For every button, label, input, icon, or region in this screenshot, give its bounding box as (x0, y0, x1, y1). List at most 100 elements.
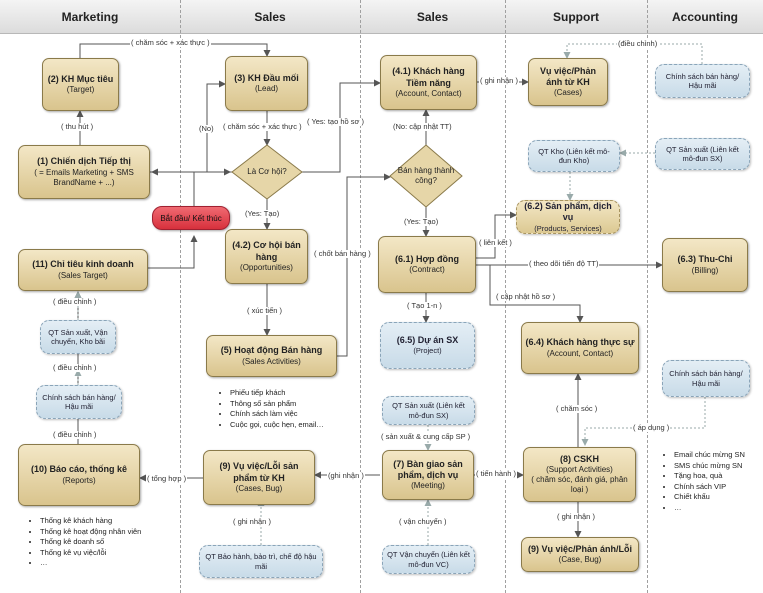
qt-warranty-maintenance[interactable]: QT Bảo hành, bảo trì, chế độ hậu mãi (199, 545, 323, 578)
qt-production-middle[interactable]: QT Sản xuất (Liên kết mô-đun SX) (382, 396, 475, 425)
node-title: (3) KH Đầu mối (234, 72, 299, 83)
node-reports[interactable]: (10) Báo cáo, thống kê (Reports) (18, 444, 140, 506)
edge-label: ( chăm sóc ) (555, 404, 599, 414)
qt-production-shipping-warehouse[interactable]: QT Sản xuất, Vận chuyển, Kho bãi (40, 320, 116, 354)
edge-label: ( chăm sóc + xác thực ) (130, 38, 211, 48)
sales-policy-accounting-bottom[interactable]: Chính sách bán hàng/ Hậu mãi (662, 360, 750, 397)
node-label: Chính sách bán hàng/ Hậu mãi (669, 369, 743, 388)
list-item: Chính sách VIP (674, 482, 763, 493)
decision-opportunity-label: Là Cơ hội? (247, 167, 287, 177)
list-item: Thống kê vụ việc/lỗi (40, 548, 190, 559)
lane-header-sales-1: Sales (180, 0, 360, 34)
node-title: (11) Chỉ tiêu kinh doanh (32, 259, 134, 270)
lane-header-sales-2: Sales (360, 0, 505, 34)
project-node[interactable]: (6.5) Dự án SX (Project) (380, 322, 475, 369)
list-item: Thống kê khách hàng (40, 516, 190, 527)
node-target-customer[interactable]: (2) KH Mục tiêu (Target) (42, 58, 119, 111)
node-title: (8) CSKH (559, 453, 599, 464)
list-item: SMS chúc mừng SN (674, 461, 763, 472)
list-item: Phiếu tiếp khách (230, 388, 360, 399)
edge-contract-to-products (476, 211, 517, 259)
list-item: Thống kê hoạt động nhân viên (40, 527, 190, 538)
edge-contract-to-customer (476, 264, 584, 323)
node-handover[interactable]: (7) Bàn giao sản phẩm, dịch vụ (Meeting) (382, 450, 474, 500)
node-label: QT Sản xuất (Liên kết mô-đun SX) (392, 401, 465, 420)
edge-label: (No: cập nhật TT) (392, 122, 453, 132)
node-title: (9) Vụ việc/Phản ánh/Lỗi (527, 543, 633, 554)
edge-label: (Yes: Tạo) (244, 209, 281, 219)
node-title: (5) Hoạt động Bán hàng (220, 345, 323, 356)
edge-label: ( Yes: tạo hồ sơ ) (306, 117, 366, 127)
node-subtitle: (Project) (413, 346, 442, 356)
node-real-customer[interactable]: (6.4) Khách hàng thực sự (Account, Conta… (521, 322, 639, 374)
list-item: Email chúc mừng SN (674, 450, 763, 461)
decision-diamond-sale (389, 144, 463, 208)
lane-separator (647, 0, 648, 593)
node-contract[interactable]: (6.1) Hợp đồng (Contract) (378, 236, 476, 293)
node-title: (2) KH Mục tiêu (47, 73, 114, 84)
edge-dashed-accpolicy-to-cskh (581, 397, 706, 446)
list-item: Cuộc gọi, cuộc hẹn, email… (230, 420, 360, 431)
node-title: (6.3) Thu-Chi (677, 254, 733, 265)
lane-header-accounting: Accounting (647, 0, 763, 34)
node-title: (9) Vụ việc/Lỗi sản phẩm từ KH (219, 461, 299, 483)
node-customer-care[interactable]: (8) CSKH (Support Activities) ( chăm sóc… (523, 447, 636, 502)
node-opportunity[interactable]: (4.2) Cơ hội bán hàng (Opportunities) (225, 229, 308, 284)
node-subtitle: (Meeting) (411, 481, 445, 491)
edge-label: ( cập nhật hồ sơ ) (495, 292, 557, 302)
node-marketing-campaign[interactable]: (1) Chiến dịch Tiếp thị ( = Emails Marke… (18, 145, 150, 199)
node-title: Vụ việc/Phản ánh từ KH (539, 65, 597, 87)
edge-label: ( Tạo 1-n ) (406, 301, 443, 311)
edge-label: ( tiến hành ) (475, 469, 518, 479)
edge-label: ( điều chỉnh ) (52, 363, 98, 373)
node-extra: ( chăm sóc, đánh giá, phân loại ) (531, 475, 628, 495)
sales-policy-accounting-top[interactable]: Chính sách bán hàng/ Hậu mãi (655, 64, 750, 98)
edge-decision-yes-to-prospect (302, 79, 381, 173)
list-item: Thông số sản phẩm (230, 399, 360, 410)
node-lead[interactable]: (3) KH Đầu mối (Lead) (225, 56, 308, 111)
edge-label: (Yes: Tạo) (403, 217, 440, 227)
edge-label: ( ghi nhận ) (232, 517, 272, 527)
edge-label: ( điều chỉnh ) (52, 297, 98, 307)
edge-label: (No) (198, 124, 215, 134)
node-billing[interactable]: (6.3) Thu-Chi (Billing) (662, 238, 748, 292)
reports-list: Thống kê khách hàng Thống kê hoạt động n… (28, 516, 190, 569)
sales-activities-list: Phiếu tiếp khách Thông số sản phẩm Chính… (218, 388, 360, 430)
sales-policy-left[interactable]: Chính sách bán hàng/ Hậu mãi (36, 385, 122, 419)
node-product-cases[interactable]: (9) Vụ việc/Lỗi sản phẩm từ KH (Cases, B… (203, 450, 315, 505)
edge-label: (điều chỉnh) (617, 39, 659, 49)
node-title: (6.2) Sản phẩm, dịch vụ (524, 201, 612, 223)
edge-label: ( theo dõi tiến độ TT) (528, 259, 600, 269)
node-sales-activities[interactable]: (5) Hoạt động Bán hàng (Sales Activities… (206, 335, 337, 377)
node-subtitle: (Cases, Bug) (235, 483, 283, 493)
edge-label: ( ghi nhận ) (479, 76, 519, 86)
node-prospect[interactable]: (4.1) Khách hàng Tiềm năng (Account, Con… (380, 55, 477, 110)
node-title: (6.5) Dự án SX (396, 335, 459, 346)
decision-diamond-opportunity (231, 144, 303, 200)
edge-label: ( chốt bán hàng ) (313, 249, 372, 259)
node-subtitle: (Reports) (62, 475, 96, 485)
qt-warehouse[interactable]: QT Kho (Liên kết mô-đun Kho) (528, 140, 620, 172)
edge-label: ( tổng hợp ) (146, 474, 188, 484)
node-subtitle: (Billing) (691, 265, 719, 275)
edge-label: ( liên kết ) (478, 238, 513, 248)
node-sales-target[interactable]: (11) Chỉ tiêu kinh doanh (Sales Target) (18, 249, 148, 291)
node-subtitle: (Account, Contact) (395, 88, 462, 98)
edge-label: (ghi nhận ) (327, 471, 365, 481)
node-subtitle: (Account, Contact) (546, 348, 614, 358)
edge-target-to-start (148, 235, 198, 269)
products-services-node[interactable]: (6.2) Sản phẩm, dịch vụ (Products, Servi… (516, 200, 620, 234)
edge-label: ( vận chuyển ) (398, 517, 448, 527)
node-title: (4.2) Cơ hội bán hàng (232, 240, 301, 262)
qt-production-right[interactable]: QT Sản xuất (Liên kết mô-đun SX) (655, 138, 750, 170)
node-support-case[interactable]: (9) Vụ việc/Phản ánh/Lỗi (Case, Bug) (521, 537, 639, 572)
node-customer-cases[interactable]: Vụ việc/Phản ánh từ KH (Cases) (528, 58, 608, 106)
node-title: (7) Bàn giao sản phẩm, dịch vụ (393, 458, 463, 480)
qt-shipping[interactable]: QT Vận chuyển (Liên kết mô-đun VC) (382, 545, 475, 574)
node-subtitle: ( = Emails Marketing + SMS BrandName + .… (34, 167, 134, 187)
node-label: QT Kho (Liên kết mô-đun Kho) (538, 146, 610, 165)
node-title: (4.1) Khách hàng Tiềm năng (392, 66, 465, 88)
start-end-node[interactable]: Bắt đầu/ Kết thúc (152, 206, 230, 230)
decision-sale-label: Bán hàng thành công? (397, 166, 455, 185)
edge-start-to-campaign (151, 168, 195, 210)
